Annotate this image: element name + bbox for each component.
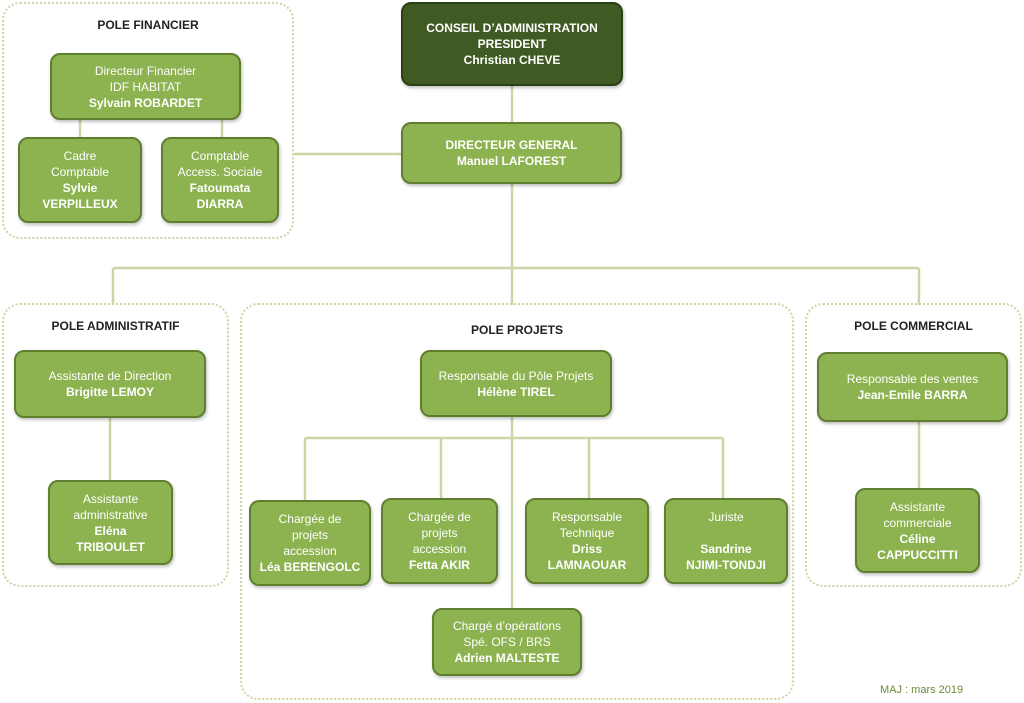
cadre-comptable-box: Cadre Comptable Sylvie VERPILLEUX [18, 137, 142, 223]
charge2-line2: projets [421, 526, 458, 540]
pole-projets-title: POLE PROJETS [470, 323, 564, 337]
charge-op-name: Adrien MALTESTE [454, 651, 560, 665]
update-date: MAJ : mars 2019 [880, 684, 964, 696]
directeur-financier-box: Directeur Financier IDF HABITAT Sylvain … [50, 53, 241, 120]
comptable-name1: Fatoumata [189, 181, 251, 195]
cadre-name2: VERPILLEUX [42, 197, 118, 211]
conseil-title: CONSEIL D’ADMINISTRATION [426, 21, 598, 35]
pole-financier-title: POLE FINANCIER [97, 18, 199, 32]
conseil-name: Christian CHEVE [463, 53, 561, 67]
asst-dir-name: Brigitte LEMOY [65, 385, 154, 399]
asst-dir-title: Assistante de Direction [48, 369, 172, 383]
directeur-general-box: DIRECTEUR GENERAL Manuel LAFOREST [401, 122, 622, 184]
comptable-line2: Access. Sociale [177, 165, 263, 179]
resp-proj-title: Responsable du Pôle Projets [438, 368, 594, 383]
responsable-pole-projets-box: Responsable du Pôle Projets Hélène TIREL [420, 350, 612, 417]
resp-tech-line1: Responsable [551, 510, 623, 524]
juriste-name2: NJIMI-TONDJI [686, 558, 766, 572]
chargee-projets-1-box: Chargée de projets accession Léa BERENGO… [249, 500, 371, 586]
charge1-line2: projets [291, 528, 329, 542]
charge-op-line2: Spé. OFS / BRS [463, 635, 551, 649]
asst-com-name1: Céline [899, 531, 936, 546]
asst-com-line1: Assistante [889, 499, 946, 514]
comptable-line1: Comptable [190, 149, 250, 163]
cadre-name1: Sylvie [62, 181, 98, 195]
pole-commercial-title: POLE COMMERCIAL [854, 319, 973, 333]
assistante-commerciale-box: Assistante commerciale Céline CAPPUCCITT… [855, 488, 980, 573]
resp-ventes-title: Responsable des ventes [846, 372, 979, 386]
asst-adm-name1: Eléna [94, 523, 127, 538]
juriste-name1: Sandrine [700, 542, 752, 556]
charge2-name: Fetta AKIR [409, 558, 470, 572]
responsable-ventes-box: Responsable des ventes Jean-Emile BARRA [817, 352, 1008, 422]
chargee-projets-2-box: Chargée de projets accession Fetta AKIR [381, 498, 498, 584]
conseil-role: PRESIDENT [477, 37, 547, 51]
resp-ventes-name: Jean-Emile BARRA [857, 388, 968, 402]
resp-proj-name: Hélène TIREL [477, 384, 555, 399]
dg-name: Manuel LAFOREST [456, 154, 567, 168]
charge1-name: Léa BERENGOLC [259, 560, 361, 574]
juriste-box: Juriste Sandrine NJIMI-TONDJI [664, 498, 788, 584]
comptable-box: Comptable Access. Sociale Fatoumata DIAR… [161, 137, 279, 223]
pole-administratif-title: POLE ADMINISTRATIF [51, 319, 180, 333]
charge2-line3: accession [412, 542, 467, 556]
assistante-administrative-box: Assistante administrative Eléna TRIBOULE… [48, 480, 173, 565]
asst-com-line2: commerciale [883, 515, 952, 530]
cadre-line2: Comptable [50, 165, 110, 179]
comptable-name2: DIARRA [196, 197, 244, 211]
resp-tech-name2: LAMNAOUAR [547, 558, 627, 572]
juriste-title: Juriste [708, 510, 744, 524]
dg-title: DIRECTEUR GENERAL [445, 138, 578, 152]
responsable-technique-box: Responsable Technique Driss LAMNAOUAR [525, 498, 649, 584]
charge2-line1: Chargée de [408, 510, 471, 524]
cadre-line1: Cadre [63, 149, 97, 163]
asst-com-name2: CAPPUCCITTI [877, 547, 958, 562]
assistante-direction-box: Assistante de Direction Brigitte LEMOY [14, 350, 206, 418]
charge1-line1: Chargée de [278, 512, 342, 526]
charge-operations-box: Chargé d’opérations Spé. OFS / BRS Adrie… [432, 608, 582, 676]
asst-adm-name2: TRIBOULET [76, 539, 145, 554]
charge-op-line1: Chargé d’opérations [452, 619, 562, 633]
dir-fin-name: Sylvain ROBARDET [88, 95, 203, 110]
charge1-line3: accession [283, 544, 337, 558]
dir-fin-org: IDF HABITAT [109, 79, 182, 94]
asst-adm-line1: Assistante [82, 491, 139, 506]
dir-fin-title: Directeur Financier [94, 63, 197, 78]
resp-tech-line2: Technique [559, 526, 615, 540]
asst-adm-line2: administrative [73, 507, 148, 522]
resp-tech-name1: Driss [571, 542, 603, 556]
conseil-administration-box: CONSEIL D’ADMINISTRATION PRESIDENT Chris… [401, 2, 623, 86]
